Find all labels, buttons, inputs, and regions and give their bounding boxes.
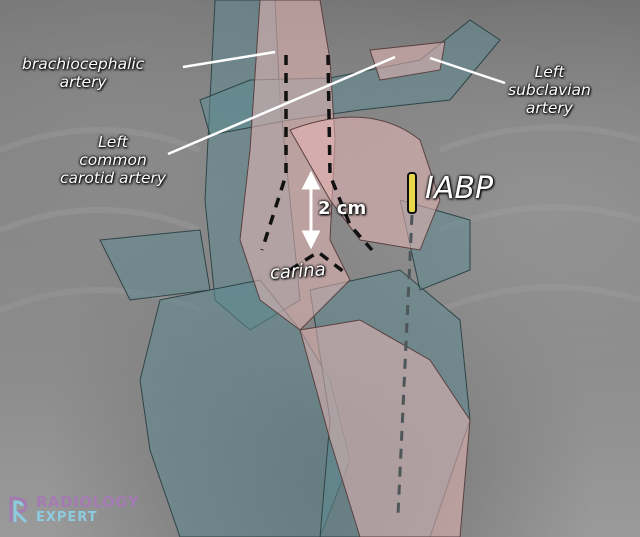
leader-lines xyxy=(167,50,506,156)
trachea-dashes xyxy=(260,54,374,277)
label-line: brachiocephalic xyxy=(22,55,145,73)
left-common-carotid-label: Left common carotid artery xyxy=(60,133,167,187)
iabp-label: IABP xyxy=(425,171,494,206)
radiology-expert-logo: RADIOLOGY EXPERT xyxy=(8,494,139,524)
label-line: common xyxy=(79,150,147,169)
label-line: artery xyxy=(525,98,573,117)
brachiocephalic-artery-label: brachiocephalic artery xyxy=(22,55,145,92)
aorta-overlay xyxy=(239,0,471,537)
label-line: Left xyxy=(98,133,128,151)
label-line: carotid artery xyxy=(60,168,167,187)
logo-line2: EXPERT xyxy=(36,509,98,525)
distance-label: 2 cm xyxy=(318,198,367,219)
label-line: Left xyxy=(534,63,565,81)
logo-r-icon xyxy=(9,496,28,524)
left-subclavian-label: Left subclavian artery xyxy=(508,63,591,117)
label-line: subclavian xyxy=(508,80,591,99)
carina-label: carina xyxy=(269,259,327,284)
label-line: artery xyxy=(59,72,107,91)
iabp-marker-icon xyxy=(407,172,417,214)
logo-text: RADIOLOGY EXPERT xyxy=(36,492,140,525)
iabp-catheter-line xyxy=(396,214,414,516)
distance-arrow xyxy=(301,170,321,250)
logo-line1: RADIOLOGY xyxy=(36,492,140,511)
